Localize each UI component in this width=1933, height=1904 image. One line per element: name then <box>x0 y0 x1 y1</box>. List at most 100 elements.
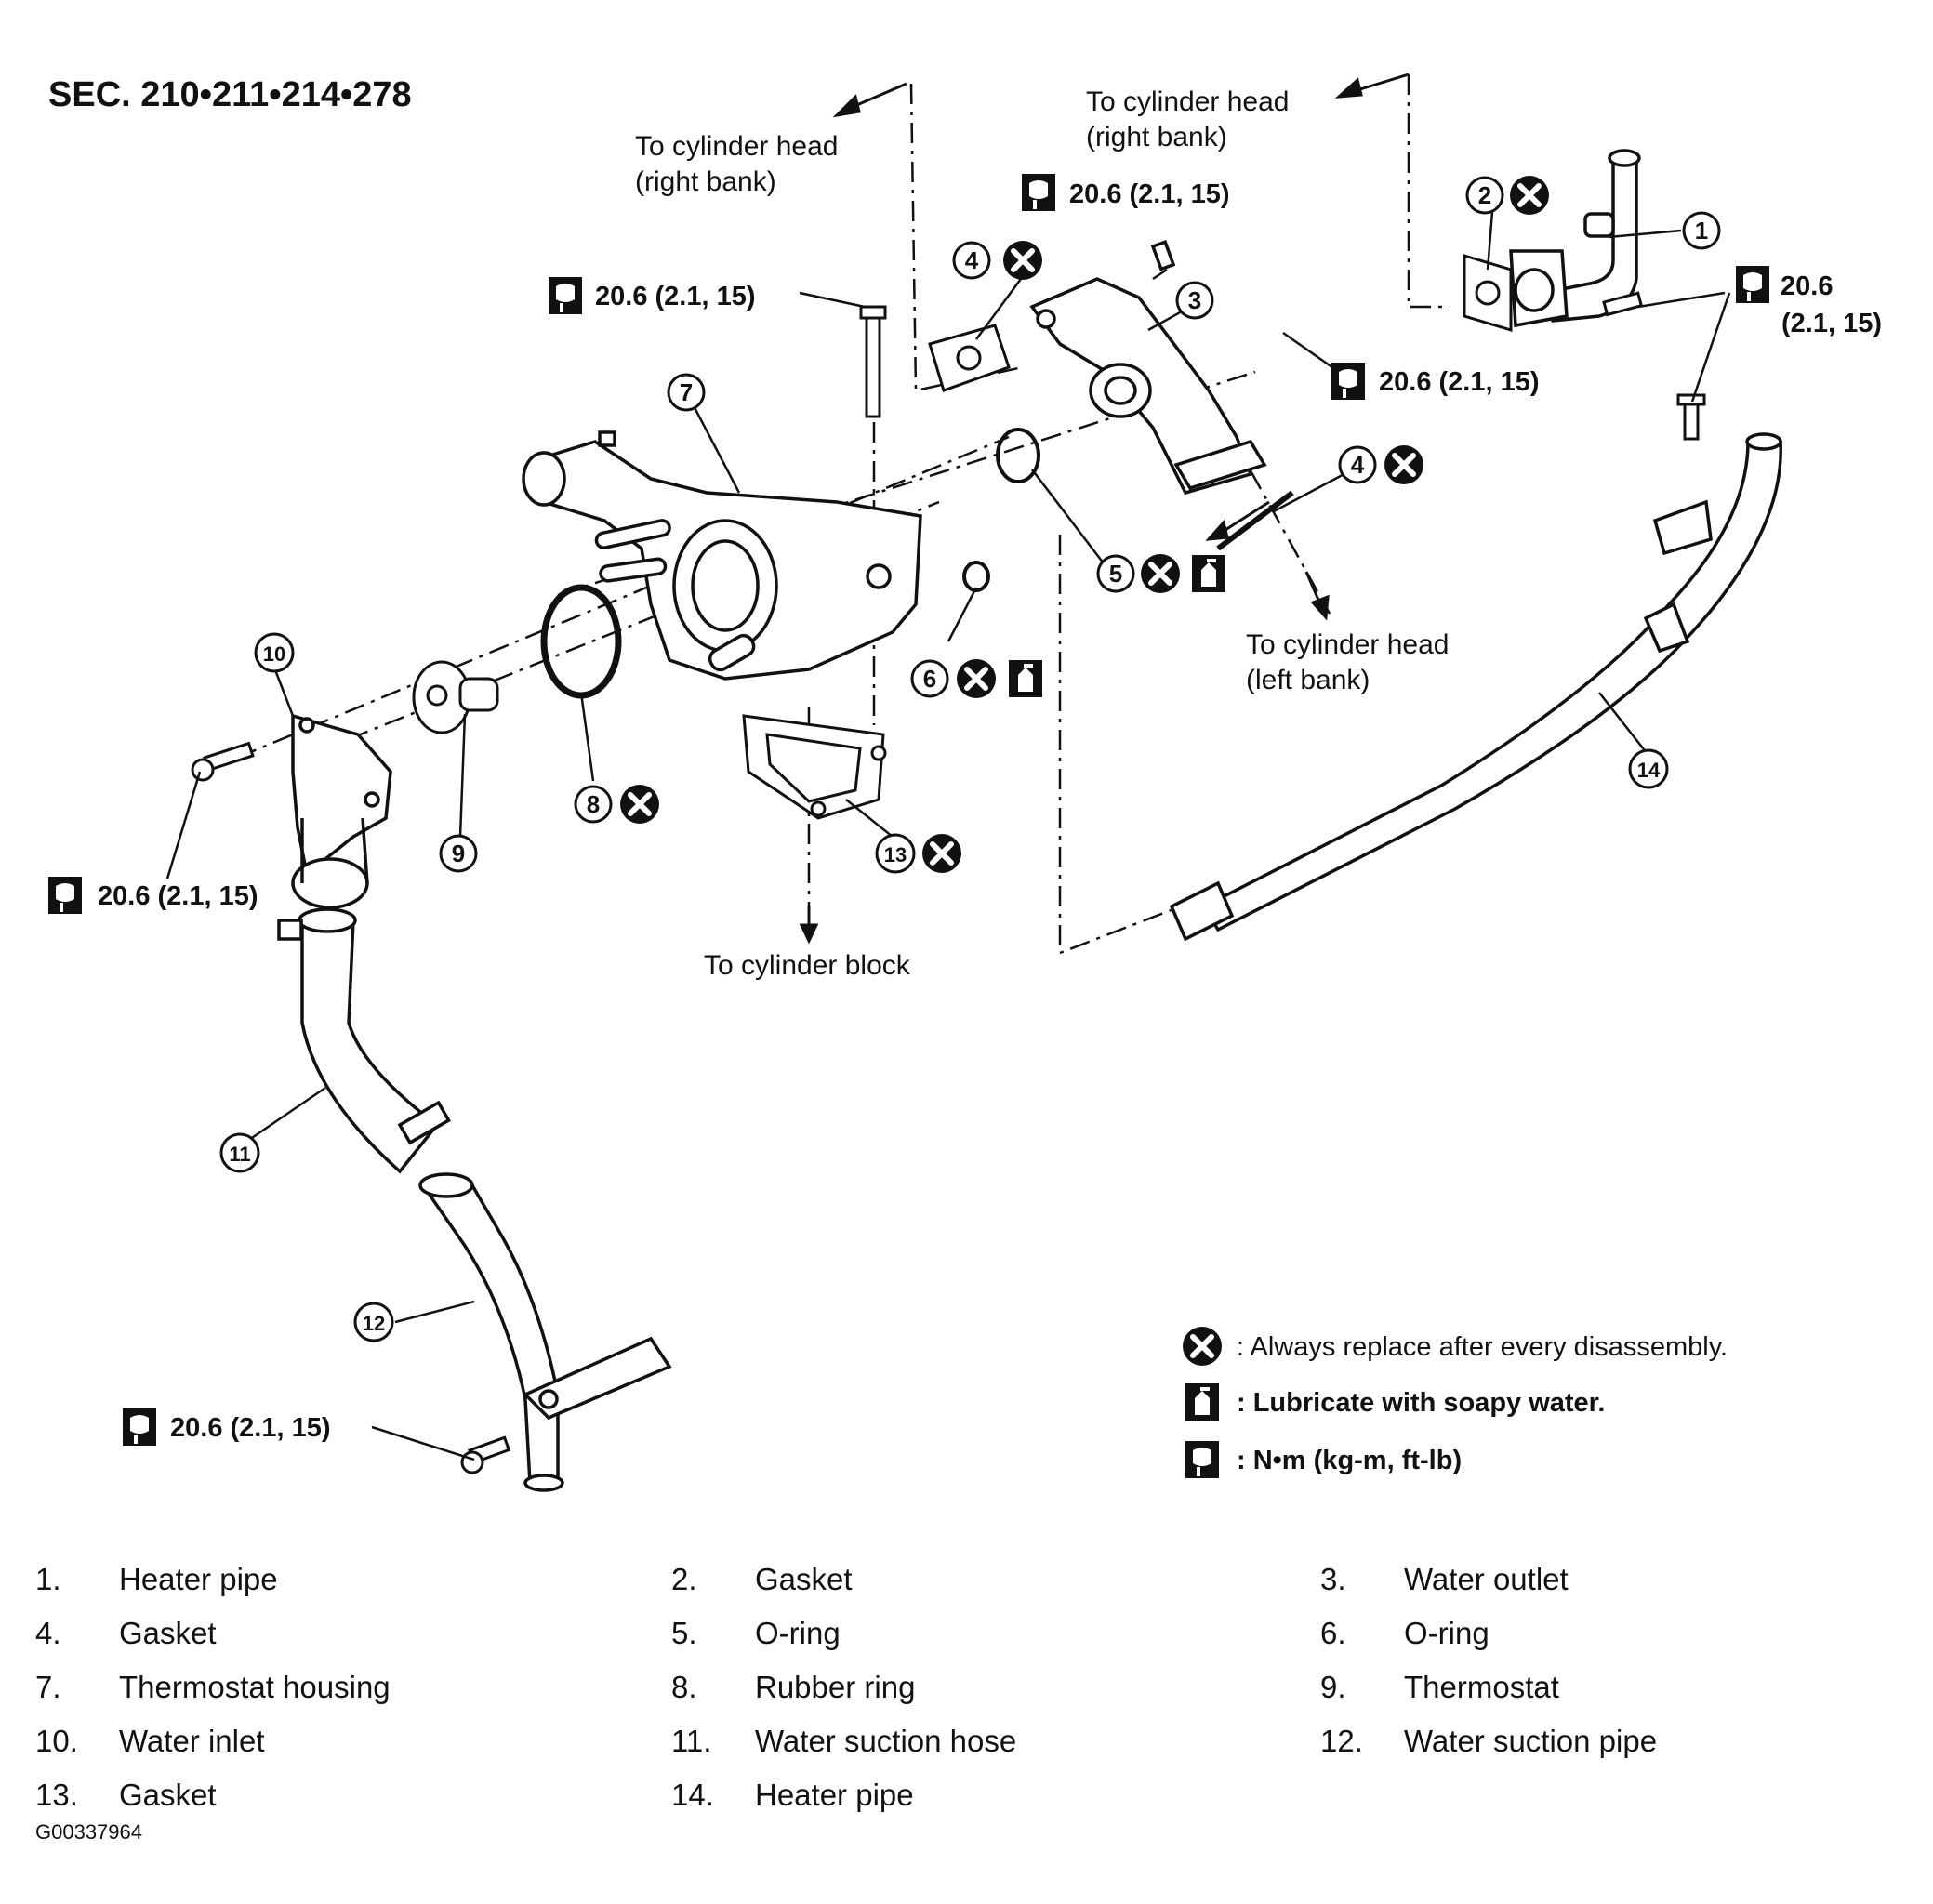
part-gasket-4-lower <box>1216 490 1294 551</box>
bolts-right <box>1602 291 1706 441</box>
torque-inlet: 20.6 (2.1, 15) <box>98 881 258 911</box>
part-row-13: 13. Gasket <box>35 1778 217 1813</box>
bolt-housing <box>859 305 887 418</box>
part-thermostat-housing-7 <box>522 430 922 681</box>
callout-4a: 4 <box>965 246 979 274</box>
part-name: O-ring <box>1404 1616 1489 1650</box>
callout-9: 9 <box>452 840 465 867</box>
part-number: 2. <box>671 1562 697 1596</box>
callout-7: 7 <box>680 378 693 406</box>
part-row-8: 8. Rubber ring <box>671 1670 915 1705</box>
figure-id: G00337964 <box>35 1820 142 1844</box>
part-name: O-ring <box>755 1616 841 1650</box>
callout-1: 1 <box>1695 217 1708 245</box>
callout-3: 3 <box>1188 286 1201 314</box>
part-name: Thermostat housing <box>119 1670 391 1704</box>
legend-torque-text: : N•m (kg-m, ft-lb) <box>1237 1446 1462 1475</box>
dest-cylinder-block: To cylinder block <box>704 950 911 981</box>
dest-head-right-1-line2: (right bank) <box>635 166 776 197</box>
part-row-3: 3. Water outlet <box>1320 1562 1569 1597</box>
torque-top: 20.6 (2.1, 15) <box>1069 179 1230 209</box>
part-row-14: 14. Heater pipe <box>671 1778 914 1813</box>
callout-8: 8 <box>587 790 600 818</box>
part-name: Gasket <box>755 1562 853 1596</box>
dest-head-left-line1: To cylinder head <box>1246 629 1449 660</box>
part-gasket-4-upper <box>928 324 1011 392</box>
bolt-pipe12 <box>460 1435 511 1474</box>
torque-housing-bolt: 20.6 (2.1, 15) <box>595 282 756 311</box>
legend-replace-text: : Always replace after every disassembly… <box>1237 1332 1728 1362</box>
torque-pipe12: 20.6 (2.1, 15) <box>170 1413 331 1443</box>
destination-labels: To cylinder head (right bank) To cylinde… <box>635 86 1449 981</box>
part-name: Gasket <box>119 1616 217 1650</box>
part-water-suction-pipe-12 <box>418 1172 672 1492</box>
torque-specs: 20.6 (2.1, 15) 20.6 (2.1, 15) 20.6 (2.1,… <box>48 174 1882 1446</box>
legend-lubricate-text: : Lubricate with soapy water. <box>1237 1388 1605 1418</box>
part-row-11: 11. Water suction hose <box>671 1724 1016 1759</box>
part-row-7: 7. Thermostat housing <box>35 1670 391 1705</box>
part-heater-pipe-1 <box>1509 149 1641 328</box>
part-row-12: 12. Water suction pipe <box>1320 1724 1657 1759</box>
callout-2: 2 <box>1478 181 1491 209</box>
part-number: 8. <box>671 1670 697 1704</box>
part-number: 10. <box>35 1724 78 1758</box>
legend-replace-icon <box>1183 1327 1222 1366</box>
part-number: 13. <box>35 1778 78 1812</box>
part-name: Gasket <box>119 1778 217 1812</box>
callout-5: 5 <box>1109 560 1122 588</box>
torque-outlet: 20.6 (2.1, 15) <box>1379 367 1540 397</box>
part-number: 11. <box>671 1724 712 1758</box>
destination-arrows <box>799 73 1410 945</box>
callout-6: 6 <box>923 665 936 693</box>
legend: : Always replace after every disassembly… <box>1183 1327 1728 1478</box>
dest-head-right-1-line1: To cylinder head <box>635 131 838 162</box>
part-row-6: 6. O-ring <box>1320 1616 1489 1651</box>
part-number: 3. <box>1320 1562 1346 1596</box>
legend-torque-icon <box>1185 1441 1219 1478</box>
dest-head-right-2-line1: To cylinder head <box>1086 86 1289 117</box>
part-number: 5. <box>671 1616 697 1650</box>
part-row-1: 1. Heater pipe <box>35 1562 278 1597</box>
torque-right-units: (2.1, 15) <box>1781 309 1882 338</box>
part-water-suction-hose-11 <box>277 907 451 1174</box>
part-gasket-2 <box>1463 253 1513 333</box>
part-name: Heater pipe <box>755 1778 914 1812</box>
section-title: SEC. 210•211•214•278 <box>48 75 412 114</box>
part-row-9: 9. Thermostat <box>1320 1670 1559 1705</box>
legend-lubricate-icon <box>1185 1383 1219 1421</box>
part-name: Heater pipe <box>119 1562 278 1596</box>
part-name: Water suction hose <box>755 1724 1017 1758</box>
part-number: 7. <box>35 1670 61 1704</box>
part-number: 6. <box>1320 1616 1346 1650</box>
callout-4b: 4 <box>1351 451 1365 479</box>
part-water-inlet-10 <box>291 713 392 909</box>
callout-14: 14 <box>1637 759 1661 782</box>
part-row-4: 4. Gasket <box>35 1616 217 1651</box>
part-number: 1. <box>35 1562 61 1596</box>
bolt-inlet <box>191 741 255 782</box>
part-name: Water suction pipe <box>1404 1724 1658 1758</box>
callouts: 1 2 3 4 5 6 7 8 9 10 11 12 13 4 14 <box>219 176 1721 1342</box>
part-thermostat-9 <box>412 660 499 734</box>
part-name: Rubber ring <box>755 1670 916 1704</box>
part-o-ring-5 <box>996 428 1040 483</box>
part-row-5: 5. O-ring <box>671 1616 841 1651</box>
part-number: 12. <box>1320 1724 1363 1758</box>
part-name: Thermostat <box>1404 1670 1559 1704</box>
part-row-2: 2. Gasket <box>671 1562 853 1597</box>
part-number: 9. <box>1320 1670 1346 1704</box>
part-number: 14. <box>671 1778 714 1812</box>
part-number: 4. <box>35 1616 61 1650</box>
dest-head-right-2-line2: (right bank) <box>1086 122 1227 152</box>
callout-12: 12 <box>363 1312 385 1335</box>
part-rubber-ring-8 <box>540 584 622 699</box>
part-water-outlet-3 <box>1029 239 1267 496</box>
callout-10: 10 <box>263 642 285 666</box>
exploded-view-diagram: SEC. 210•211•214•278 <box>48 73 1882 1492</box>
callout-11: 11 <box>229 1143 250 1166</box>
part-row-10: 10.Water inlet <box>35 1724 265 1759</box>
part-name: Water outlet <box>1404 1562 1569 1596</box>
part-o-ring-6 <box>962 561 990 592</box>
callout-13: 13 <box>884 843 907 866</box>
torque-right-value: 20.6 <box>1781 271 1833 301</box>
